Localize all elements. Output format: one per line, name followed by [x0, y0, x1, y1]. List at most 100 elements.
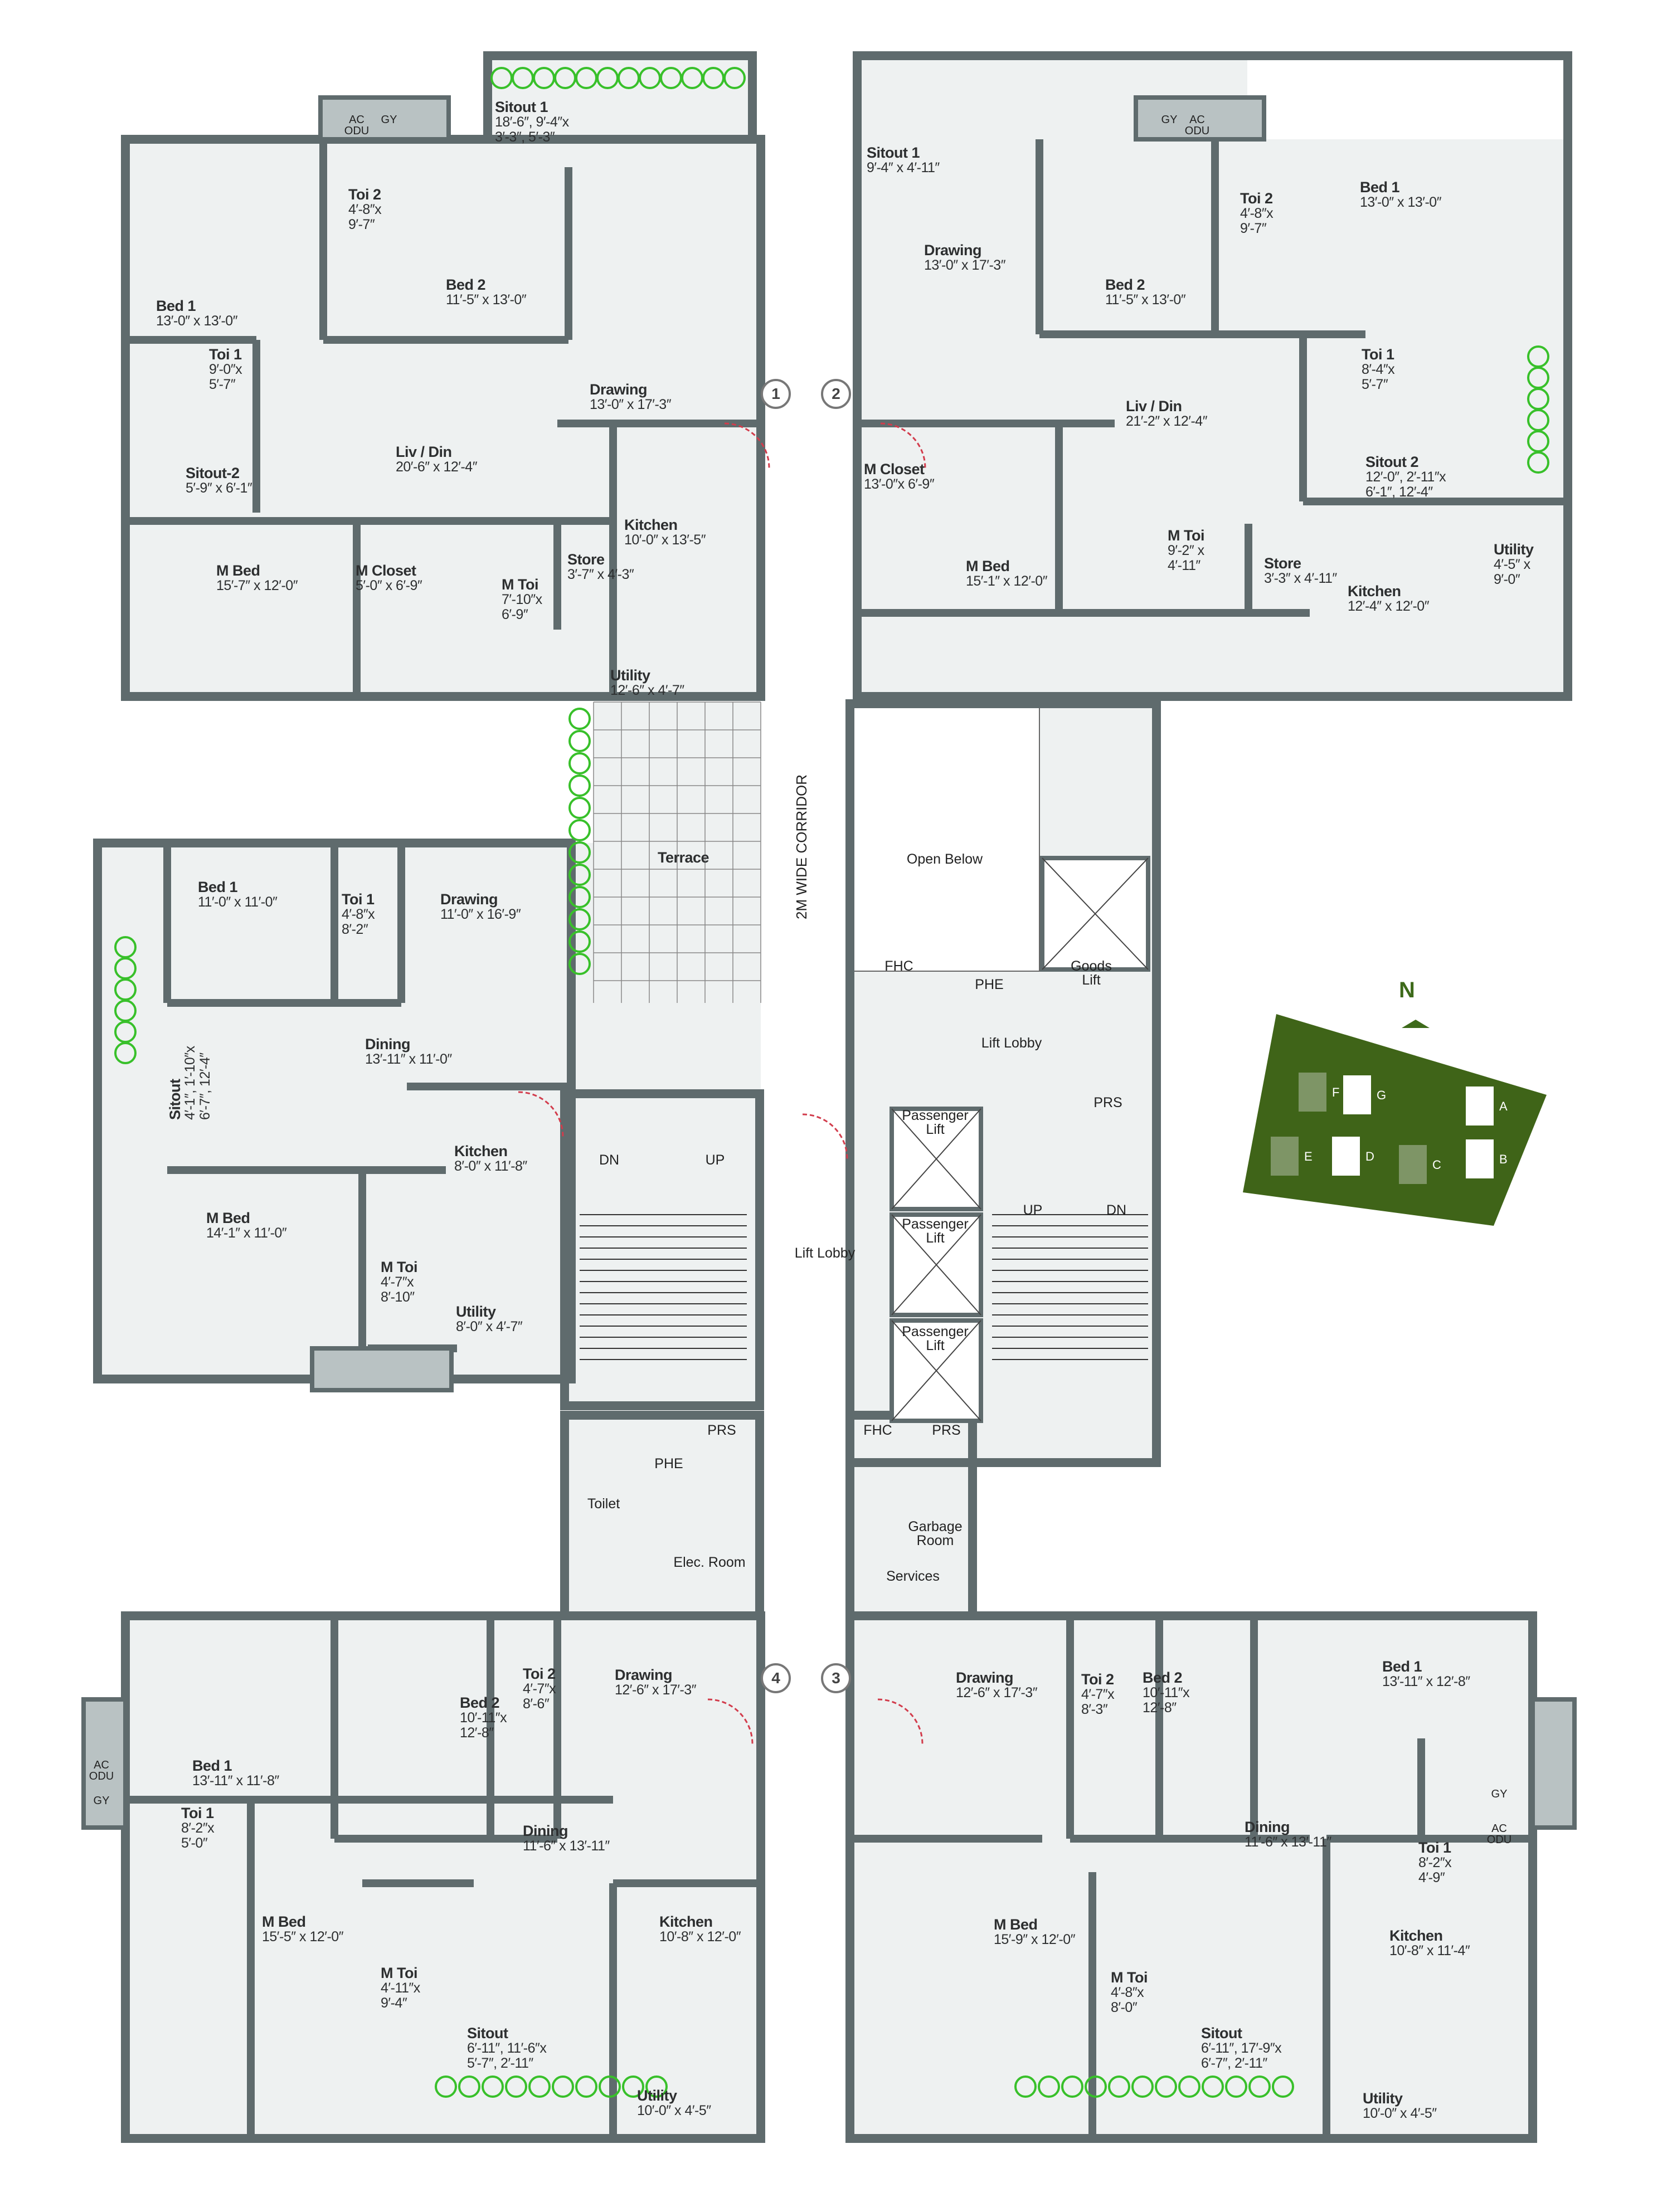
planter-plant	[552, 2075, 574, 2098]
ac-ledge	[310, 1346, 454, 1392]
room-dimensions: 11′-5″ x 13′-0″	[446, 292, 527, 308]
ac-ledge	[1134, 95, 1266, 142]
room-name: Kitchen	[454, 1143, 508, 1159]
block-label: B	[1499, 1152, 1508, 1166]
room-dimensions: 13′-11″ x 11′-8″	[192, 1773, 279, 1789]
room-dimensions: 10′-11″x 12′-8″	[460, 1710, 507, 1741]
planter-plant	[114, 1042, 137, 1064]
north-arrow-icon	[1402, 1020, 1430, 1028]
wall	[845, 1611, 1537, 2143]
wall	[853, 51, 1572, 701]
block-label: A	[1499, 1099, 1508, 1113]
room-dimensions: 9′-4″ x 4′-11″	[867, 160, 940, 176]
core-label: PHE	[654, 1456, 683, 1472]
planter-plant	[575, 2075, 597, 2098]
room-name: Store	[567, 551, 605, 568]
room-dimensions: 5′-9″ x 6′-1″	[186, 480, 252, 496]
room-name: Sitout	[1201, 2025, 1242, 2042]
room-dimensions: 15′-7″ x 12′-0″	[216, 578, 298, 594]
room-dimensions: 4′-11″x 9′-4″	[381, 1980, 420, 2011]
room-name: Drawing	[440, 891, 498, 908]
planter-plant	[528, 2075, 551, 2098]
room-name: Kitchen	[624, 517, 678, 533]
building-block-icon	[1299, 1073, 1326, 1112]
building-block-icon	[1271, 1137, 1299, 1176]
core-label: Open Below	[906, 851, 983, 867]
door-swing	[518, 1091, 564, 1137]
building-block-icon	[1343, 1075, 1371, 1114]
room-name: Toi 2	[1240, 190, 1273, 207]
floor-area	[850, 1616, 1533, 2138]
room-name: Drawing	[924, 242, 982, 259]
service-tag: GY	[381, 114, 397, 126]
corridor-label: 2M WIDE CORRIDOR	[793, 774, 810, 919]
room-name: M Bed	[262, 1913, 306, 1930]
planter-plant	[1248, 2075, 1271, 2098]
planter-plant	[1225, 2075, 1247, 2098]
planter-plant	[568, 886, 591, 908]
room-name: Dining	[1245, 1819, 1290, 1835]
planter-plant	[723, 67, 746, 89]
room-name: Bed 1	[1382, 1658, 1422, 1675]
door-swing	[802, 1113, 848, 1159]
planter-plant	[1202, 2075, 1224, 2098]
lift-cross	[891, 1320, 981, 1421]
room-name: Bed 1	[198, 879, 238, 895]
service-tag: GY	[93, 1795, 110, 1807]
unit-marker: 2	[821, 379, 851, 409]
room-name: Toi 1	[342, 891, 375, 908]
room-dimensions: 8′-4″x 5′-7″	[1362, 362, 1395, 392]
room-name: Sitout-2	[186, 465, 240, 481]
core-label: Services	[886, 1568, 940, 1584]
room-dimensions: 8′-0″ x 4′-7″	[456, 1319, 523, 1335]
room-dimensions: 6′-11″, 17′-9″x 6′-7″, 2′-11″	[1201, 2040, 1282, 2071]
room-dimensions: 15′-5″ x 12′-0″	[262, 1929, 344, 1945]
room-dimensions: 10′-0″ x 4′-5″	[637, 2103, 711, 2119]
room-name: Dining	[523, 1823, 568, 1839]
room-dimensions: 4′-8″x 8′-2″	[342, 907, 375, 937]
floor-area	[565, 1415, 760, 1616]
room-dimensions: 20′-6″ x 12′-4″	[396, 459, 478, 475]
lift-cross	[891, 1108, 981, 1210]
room-name: Bed 2	[446, 276, 486, 293]
planter-plant	[1061, 2075, 1083, 2098]
core-label: FHC	[884, 958, 913, 974]
planter-plant	[1038, 2075, 1060, 2098]
room-name: Sitout	[167, 1079, 183, 1120]
room-name: Drawing	[590, 381, 648, 398]
room-name: M Bed	[966, 558, 1010, 574]
building-block-icon	[1466, 1086, 1494, 1126]
room-dimensions: 8′-2″x 4′-9″	[1418, 1855, 1452, 1885]
room-dimensions: 4′-7″x 8′-10″	[381, 1274, 415, 1305]
planter-plant	[568, 953, 591, 975]
unit-marker: 3	[821, 1663, 851, 1693]
unit-marker: 4	[761, 1663, 791, 1693]
room-name: M Toi	[381, 1259, 417, 1275]
room-dimensions: 12′-4″ x 12′-0″	[1348, 598, 1430, 615]
room-dimensions: 10′-8″ x 11′-4″	[1389, 1943, 1470, 1959]
planter-plant	[1272, 2075, 1294, 2098]
door-swing	[724, 422, 770, 469]
ac-ledge	[318, 95, 451, 142]
room-dimensions: 13′-0″ x 17′-3″	[590, 397, 672, 413]
room-name: Store	[1264, 555, 1301, 572]
